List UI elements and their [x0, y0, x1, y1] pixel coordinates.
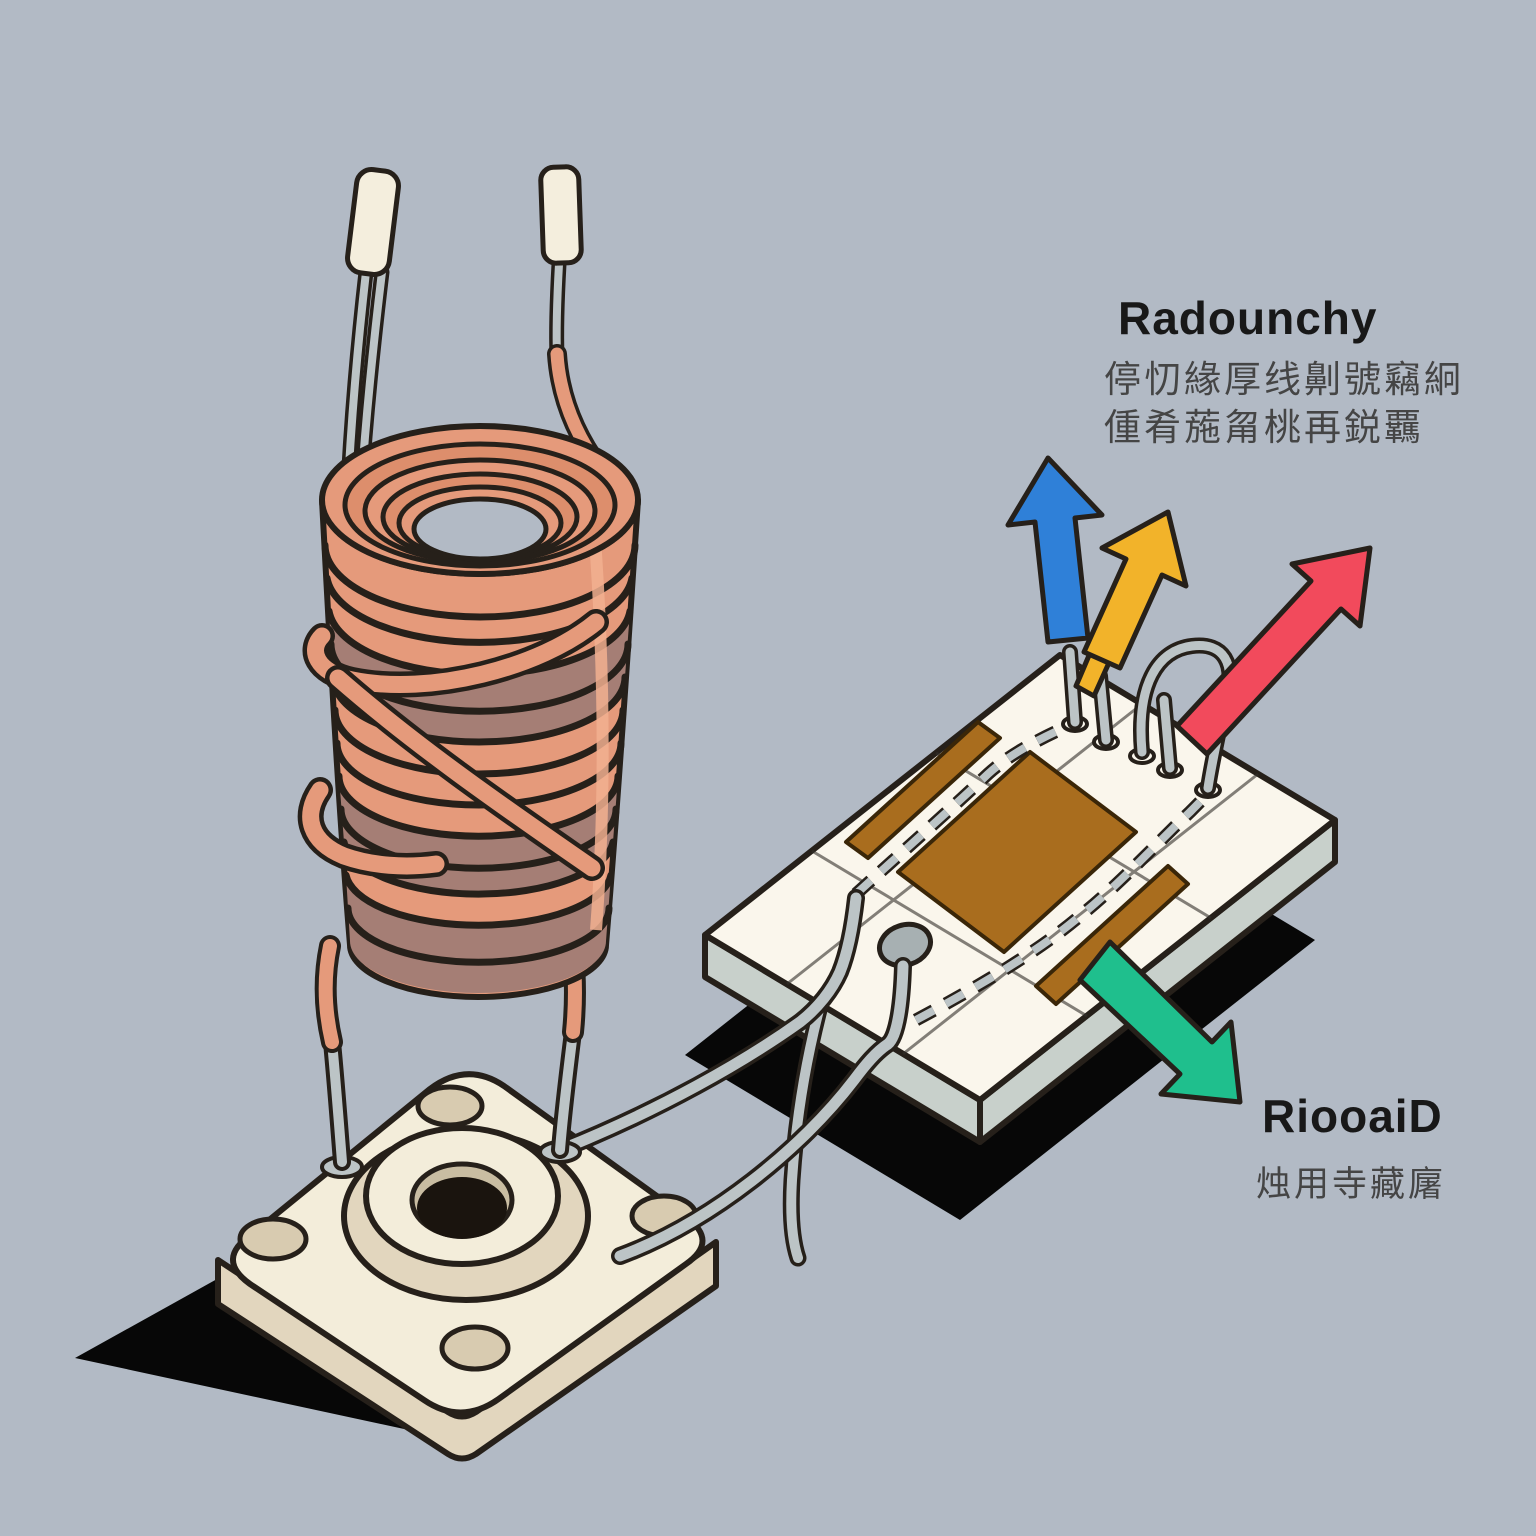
copper-strip-right	[1034, 864, 1190, 1006]
plate-corner-hole	[439, 1324, 511, 1372]
green-arrow	[1077, 939, 1243, 1105]
red-arrow	[1174, 545, 1373, 757]
top-annotation-line1: 停忉緣厚线劓號竊絅	[1104, 358, 1464, 401]
coil-inner-hole	[411, 496, 549, 562]
top-annotation-line2: 偅肴葹甮桃再鋭覊	[1104, 406, 1424, 449]
coil-assembly	[297, 164, 641, 1179]
blue-arrow	[1005, 455, 1105, 645]
bottom-annotation-title: RiooaiD	[1262, 1090, 1443, 1142]
coil-top-rings	[319, 423, 641, 577]
plate-corner-hole	[415, 1084, 485, 1128]
copper-pad	[896, 750, 1138, 954]
terminal-cap-left	[345, 167, 401, 277]
wrap-wire	[297, 609, 609, 881]
plate-corner-hole	[237, 1216, 309, 1262]
connection-wires	[551, 889, 912, 1267]
copper-strip-left	[844, 720, 1002, 860]
top-annotation-title: Radounchy	[1118, 292, 1377, 344]
plate-center-hole	[417, 1177, 507, 1239]
plate-side	[215, 1239, 719, 1462]
yellow-arrow	[1081, 509, 1189, 671]
terminal-cap-right	[538, 164, 584, 266]
dashed-traces	[851, 720, 1216, 1026]
bottom-annotation-line1: 烛用寺藏廜	[1256, 1165, 1446, 1205]
mounting-plate	[215, 1071, 719, 1462]
